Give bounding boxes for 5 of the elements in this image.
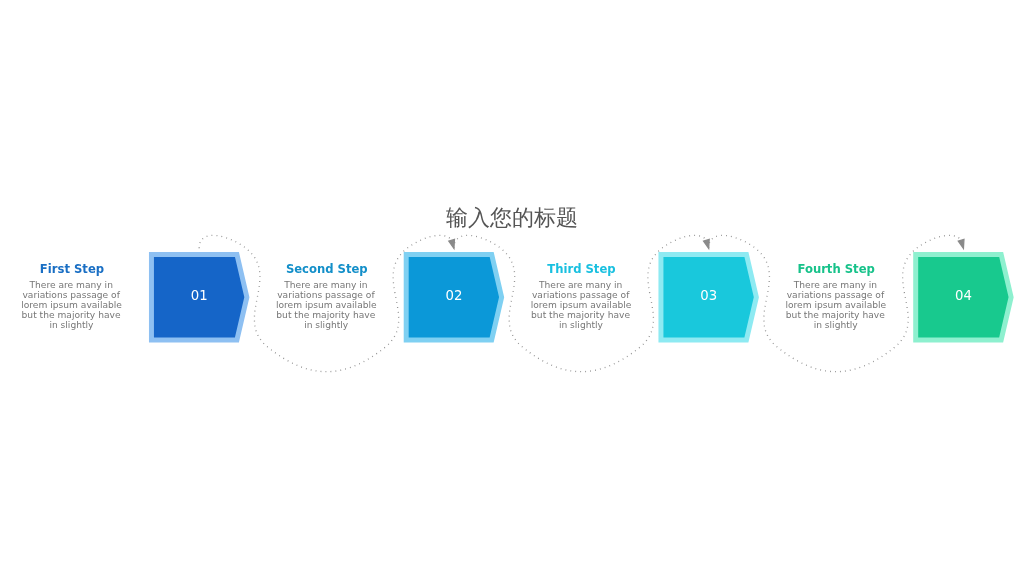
node-text: First Step There are many in variations passage of lorem ipsum available but the majority have in slightly — [21, 262, 122, 330]
node-text: Second Step There are many in variations passage of lorem ipsum available but the majority have in slightly — [275, 262, 377, 330]
node-text: Fourth Step There are many in variations passage of lorem ipsum available but the majority have in slightly — [785, 262, 887, 330]
node-text: Third Step There are many in variations passage of lorem ipsum available but the majority have in slightly — [530, 262, 632, 330]
diagram-title: 输入您的标题 — [446, 204, 578, 230]
